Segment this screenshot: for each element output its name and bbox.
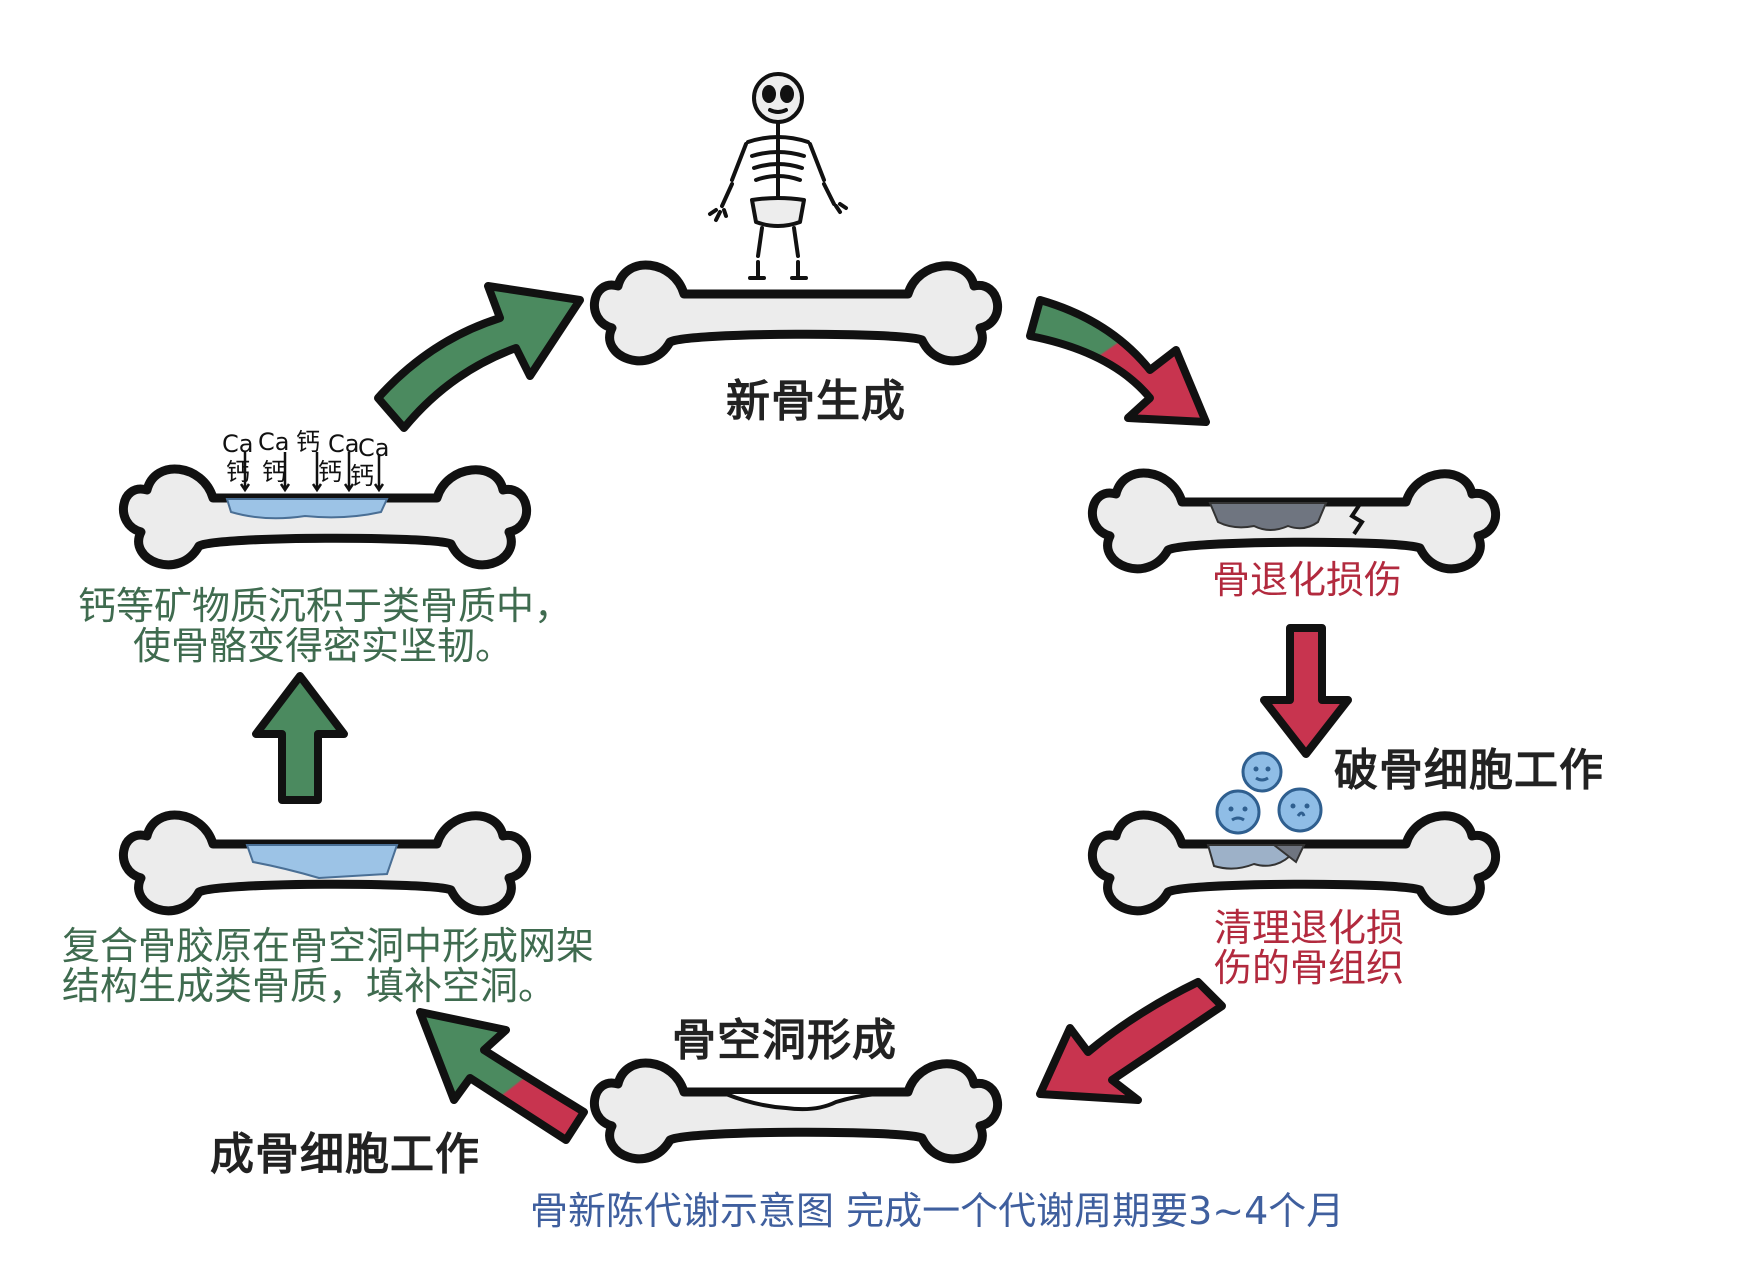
caption-title: 骨新陈代谢示意图 <box>530 1189 835 1233</box>
mineral-line-1: 钙等矿物质沉积于类骨质中， <box>78 584 573 628</box>
stage-desc-mineral: 钙等矿物质沉积于类骨质中， 使骨骼变得密实坚韧。 <box>78 584 573 668</box>
deposit-label: 钙 <box>262 458 286 486</box>
deposit-label: Ca <box>258 428 289 456</box>
deposit-label: 钙 <box>296 428 320 456</box>
stage-desc-collagen: 复合骨胶原在骨空洞中形成网架 结构生成类骨质，填补空洞。 <box>62 926 594 1006</box>
mineral-layer <box>225 498 389 520</box>
crack-mark <box>1349 502 1365 536</box>
stage-title-new-bone: 新骨生成 <box>726 376 906 427</box>
skeleton-figure <box>708 72 848 280</box>
collagen-line-1: 复合骨胶原在骨空洞中形成网架 <box>62 924 595 968</box>
arrow-mineral-to-new <box>374 282 584 432</box>
arrow-cleanup-to-cavity <box>1036 978 1226 1104</box>
stage-title-osteoclast: 破骨细胞工作 <box>1334 745 1604 796</box>
deposit-label: 钙 <box>318 458 342 486</box>
arrow-new-to-degeneration <box>1026 296 1210 426</box>
bone-collagen <box>123 815 526 911</box>
osteoclast-cells <box>1215 751 1323 835</box>
cleanup-line-1: 清理退化损 <box>1214 906 1405 950</box>
bone-mineralized <box>123 452 526 565</box>
deposit-label: 钙 <box>226 458 250 486</box>
resorption-debris <box>1206 844 1292 870</box>
bone-cavity <box>594 1063 997 1159</box>
mineral-line-2: 使骨骼变得密实坚韧。 <box>132 624 513 668</box>
stage-title-osteoblast: 成骨细胞工作 <box>210 1129 480 1180</box>
arrow-collagen-to-mineral <box>252 672 348 804</box>
collagen-line-2: 结构生成类骨质，填补空洞。 <box>62 964 557 1008</box>
deposit-label: Ca <box>222 430 253 458</box>
arrow-degeneration-to-osteoclast <box>1260 624 1352 758</box>
stage-title-cavity: 骨空洞形成 <box>672 1015 897 1066</box>
bone-osteoclast <box>1092 815 1495 911</box>
deposit-label: Ca <box>358 434 389 462</box>
arrow-osteoblast-to-collagen <box>416 1008 588 1144</box>
stage-title-degeneration: 骨退化损伤 <box>1212 558 1403 602</box>
deposit-arrows <box>239 452 385 493</box>
damage-patch <box>1208 502 1328 531</box>
deposit-labels: Ca Ca 钙 Ca Ca 钙 钙 钙 钙 <box>222 428 389 490</box>
osteoid-fill <box>245 844 399 880</box>
cycle-arrows <box>252 282 1352 1144</box>
diagram-caption: 骨新陈代谢示意图 完成一个代谢周期要3~4个月 <box>530 1188 1344 1234</box>
deposit-label: 钙 <box>350 462 374 490</box>
cleanup-line-2: 伤的骨组织 <box>1214 946 1405 990</box>
stage-desc-cleanup: 清理退化损 伤的骨组织 <box>1214 908 1404 988</box>
deposit-label: Ca <box>328 430 359 458</box>
caption-subtitle: 完成一个代谢周期要3~4个月 <box>846 1189 1345 1233</box>
cavity-edge <box>725 1092 877 1112</box>
bone-degenerated <box>1092 473 1495 569</box>
